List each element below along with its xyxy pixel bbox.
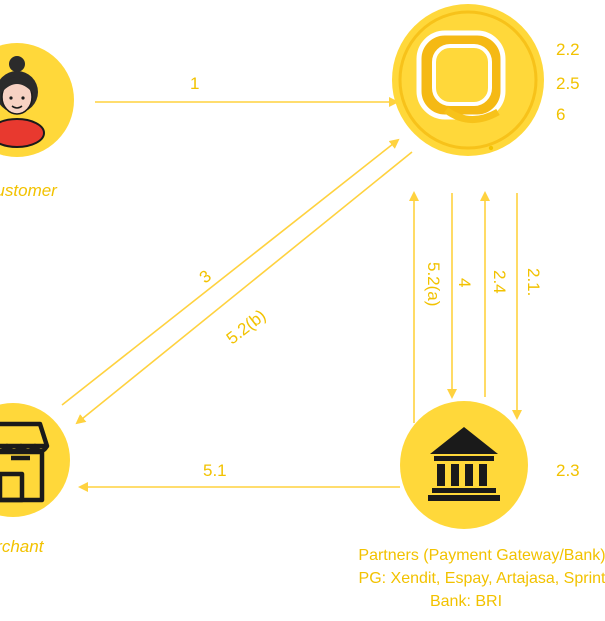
edge-label-2-1: 2.1. (524, 268, 543, 296)
merchant-node[interactable]: Merchant (0, 403, 70, 556)
platform-step-6: 6 (556, 105, 565, 124)
edge-label-4: 4 (455, 278, 474, 287)
storefront-icon (0, 421, 50, 503)
partners-node[interactable]: 2.3 Partners (Payment Gateway/Bank) PG: … (358, 401, 605, 610)
edges (61, 97, 522, 492)
partners-step-2-3: 2.3 (556, 461, 580, 480)
platform-node[interactable]: 2.2 2.5 6 (392, 4, 580, 156)
customer-avatar-icon (0, 56, 45, 148)
platform-step-2-2: 2.2 (556, 40, 580, 59)
platform-step-2-5: 2.5 (556, 74, 580, 93)
edge-platform-to-merchant (75, 151, 413, 425)
edge-label-5-2-a: 5.2(a) (424, 262, 443, 306)
partners-circle (400, 401, 528, 529)
edge-merchant-to-platform (61, 138, 400, 406)
edge-label-5-1: 5.1 (203, 461, 227, 480)
partners-caption-line-1: Partners (Payment Gateway/Bank) (358, 547, 605, 564)
customer-node[interactable]: Customer (0, 43, 74, 200)
edge-label-3: 3 (196, 266, 215, 287)
platform-logo-icon (416, 30, 506, 151)
merchant-label: Merchant (0, 537, 45, 556)
merchant-circle (0, 403, 70, 517)
bank-icon (428, 427, 500, 501)
customer-label: Customer (0, 181, 58, 200)
partners-caption-line-3: Bank: BRI (430, 593, 502, 610)
partners-caption-line-2: PG: Xendit, Espay, Artajasa, Sprint (359, 570, 605, 587)
platform-ring (398, 10, 538, 150)
partners-caption: Partners (Payment Gateway/Bank) PG: Xend… (358, 547, 605, 610)
edge-label-5-2-b: 5.2(b) (223, 306, 270, 348)
edge-label-1: 1 (190, 74, 199, 93)
edge-label-2-4: 2.4 (490, 270, 509, 294)
